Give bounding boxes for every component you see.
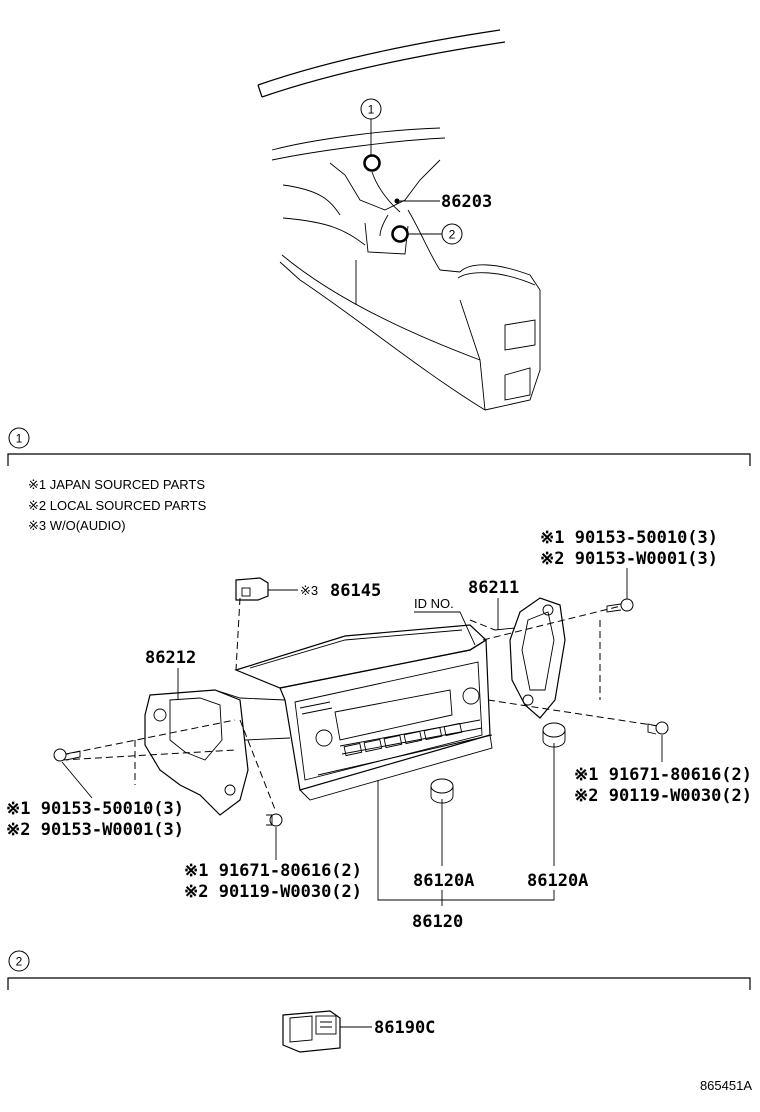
part-86211-label: 86211 bbox=[468, 578, 519, 598]
part-86212-callout: 86212 bbox=[145, 648, 196, 700]
top-right-bolt-local: ※2 90153-W0001(3) bbox=[540, 549, 718, 569]
part-86145-callout: ※3 86145 bbox=[268, 581, 381, 601]
bolt-left bbox=[53, 748, 81, 762]
part-86145-label: 86145 bbox=[330, 581, 381, 601]
screw-center bbox=[266, 813, 283, 827]
fasteners bbox=[53, 598, 669, 827]
radio-assembly-illustration bbox=[234, 624, 493, 801]
dashboard-overview-illustration bbox=[257, 29, 541, 411]
phantom-lines bbox=[61, 597, 666, 813]
switch-86190c-illustration bbox=[282, 1010, 341, 1053]
right-bracket-86211-illustration bbox=[494, 597, 566, 719]
center-screw-japan: ※1 91671-80616(2) bbox=[184, 861, 362, 881]
button-row bbox=[343, 722, 463, 757]
left-bolt-local: ※2 90153-W0001(3) bbox=[6, 820, 184, 840]
figure-id: 865451A bbox=[700, 1078, 752, 1093]
part-86145-note: ※3 bbox=[300, 583, 318, 598]
callout-1: 1 bbox=[360, 98, 382, 172]
legend-japan-sourced: ※1 JAPAN SOURCED PARTS bbox=[28, 477, 205, 492]
section-2-header: 2 bbox=[7, 950, 751, 990]
right-screw-local: ※2 90119-W0030(2) bbox=[574, 786, 752, 806]
bolt-top-right bbox=[606, 598, 634, 613]
left-bracket-86212-illustration bbox=[144, 689, 291, 816]
part-86212-label: 86212 bbox=[145, 648, 196, 668]
callout-2-label: 2 bbox=[449, 228, 456, 242]
right-screw-japan: ※1 91671-80616(2) bbox=[574, 765, 752, 785]
knob-a-left-label: 86120A bbox=[413, 871, 474, 891]
legend-wo-audio: ※3 W/O(AUDIO) bbox=[28, 518, 126, 533]
knob-a-right-label: 86120A bbox=[527, 871, 588, 891]
part-86211-callout: 86211 bbox=[468, 578, 519, 630]
section-1-header: 1 bbox=[7, 427, 751, 466]
top-right-bolt-callout: ※1 90153-50010(3) ※2 90153-W0001(3) bbox=[540, 528, 718, 599]
part-86190c-callout: 86190C bbox=[340, 1018, 435, 1038]
bracket-86145-illustration bbox=[235, 577, 269, 601]
left-bolt-callout: ※1 90153-50010(3) ※2 90153-W0001(3) bbox=[6, 761, 184, 840]
top-right-bolt-japan: ※1 90153-50010(3) bbox=[540, 528, 718, 548]
id-no-callout: ID NO. bbox=[414, 596, 476, 646]
legend: ※1 JAPAN SOURCED PARTS ※2 LOCAL SOURCED … bbox=[28, 477, 207, 533]
part-86120-label: 86120 bbox=[412, 912, 463, 932]
knob-callouts: 86120A 86120A 86120 bbox=[377, 743, 588, 932]
section-1-number: 1 bbox=[16, 432, 23, 446]
legend-local-sourced: ※2 LOCAL SOURCED PARTS bbox=[28, 498, 207, 513]
callout-2: 2 bbox=[391, 223, 463, 245]
section-2-number: 2 bbox=[16, 955, 23, 969]
screw-right bbox=[647, 721, 669, 735]
part-86203-callout: 86203 bbox=[394, 192, 492, 212]
center-screw-callout: ※1 91671-80616(2) ※2 90119-W0030(2) bbox=[184, 827, 362, 902]
part-86190c-label: 86190C bbox=[374, 1018, 435, 1038]
right-screw-callout: ※1 91671-80616(2) ※2 90119-W0030(2) bbox=[574, 735, 752, 806]
left-bolt-japan: ※1 90153-50010(3) bbox=[6, 799, 184, 819]
center-screw-local: ※2 90119-W0030(2) bbox=[184, 882, 362, 902]
part-86203-label: 86203 bbox=[441, 192, 492, 212]
callout-1-label: 1 bbox=[368, 103, 375, 117]
id-no-label: ID NO. bbox=[414, 596, 454, 611]
